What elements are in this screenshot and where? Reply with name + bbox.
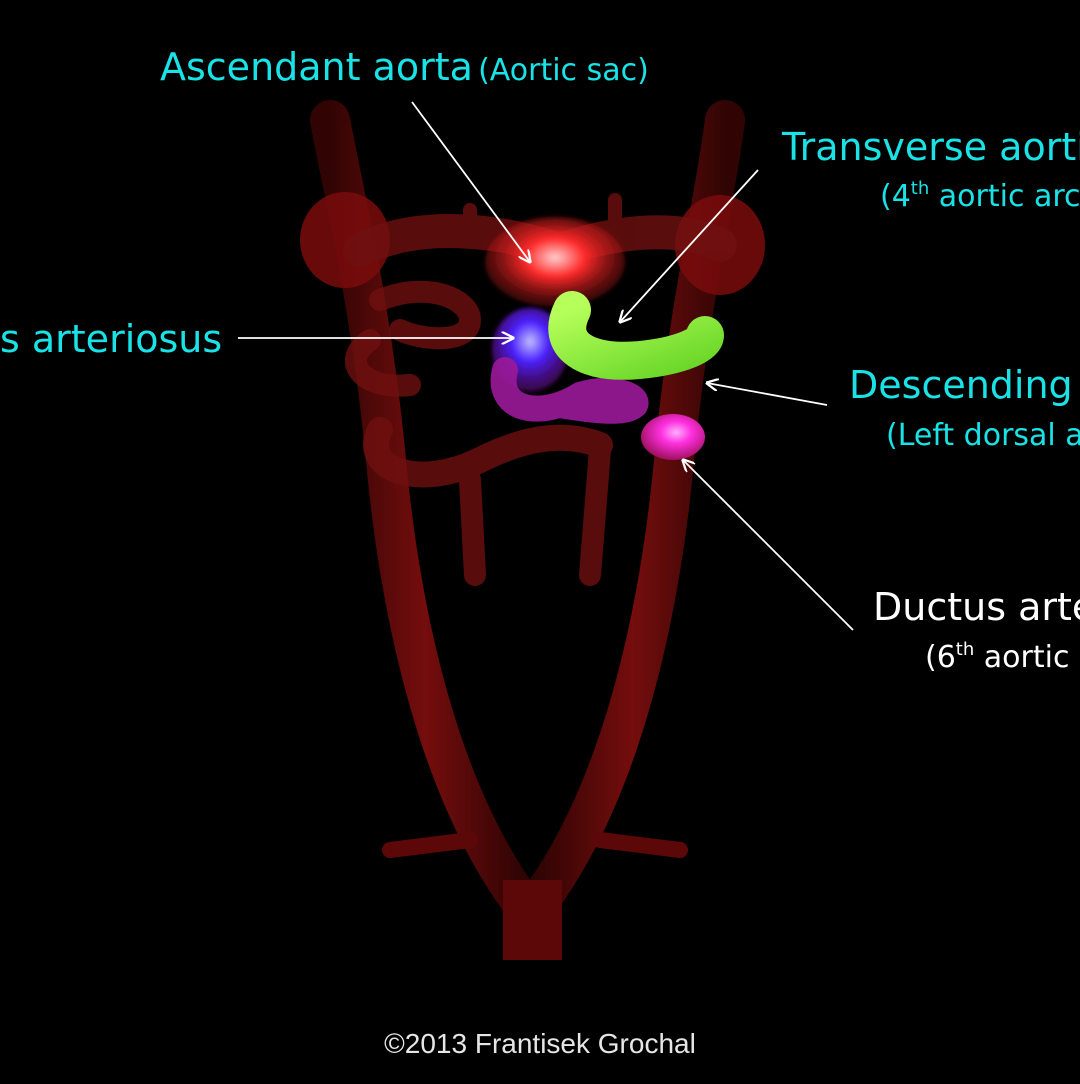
copyright-notice: ©2013 Frantisek Grochal bbox=[384, 1028, 696, 1059]
label-descending-aorta-sub: (Left dorsal a bbox=[886, 418, 1080, 453]
aortic-sac bbox=[485, 217, 625, 307]
label-ligamentum-arteriosus: s arteriosus bbox=[0, 317, 223, 361]
ductus-sub-pre: (6 bbox=[925, 640, 956, 675]
label-transverse-aorta-sub: (4th aortic arc bbox=[880, 179, 1080, 214]
right-loop-upper bbox=[369, 280, 482, 350]
label-descending-aorta: Descending bbox=[849, 363, 1073, 407]
lateral-branches bbox=[382, 832, 688, 858]
right-loop-mid bbox=[344, 329, 421, 397]
fourth-aortic-arch bbox=[548, 291, 724, 380]
sixth-aortic-arch bbox=[641, 414, 705, 460]
label-ductus-arteriosus-sub: (6th aortic a bbox=[925, 640, 1080, 675]
right-subclavian bbox=[459, 469, 486, 586]
left-subclavian bbox=[579, 439, 611, 586]
label-transverse-aorta: Transverse aorti bbox=[782, 125, 1080, 169]
transverse-sub-pre: (4 bbox=[880, 179, 911, 214]
arrow-transverse-aorta bbox=[620, 169, 759, 322]
ascendant-aorta-subtitle: (Aortic sac) bbox=[478, 53, 649, 88]
arrow-ductus bbox=[683, 460, 854, 631]
label-ductus-arteriosus: Ductus arte bbox=[873, 585, 1080, 629]
label-ascendant-aorta: Ascendant aorta (Aortic sac) bbox=[160, 48, 649, 86]
ductus-sub-sup: th bbox=[955, 639, 975, 660]
ascendant-aorta-title: Ascendant aorta bbox=[160, 45, 473, 89]
purple-segment bbox=[490, 357, 649, 424]
fused-aorta bbox=[503, 880, 562, 960]
ductus-sub-post: aortic a bbox=[983, 640, 1080, 675]
transverse-sub-sup: th bbox=[910, 178, 930, 199]
pointer-arrows bbox=[238, 101, 854, 631]
right-lower-arch bbox=[363, 417, 613, 488]
transverse-sub-post: aortic arc bbox=[929, 179, 1080, 214]
arrow-ascendant-aorta bbox=[411, 101, 530, 262]
arrow-descending-aorta bbox=[707, 383, 828, 406]
